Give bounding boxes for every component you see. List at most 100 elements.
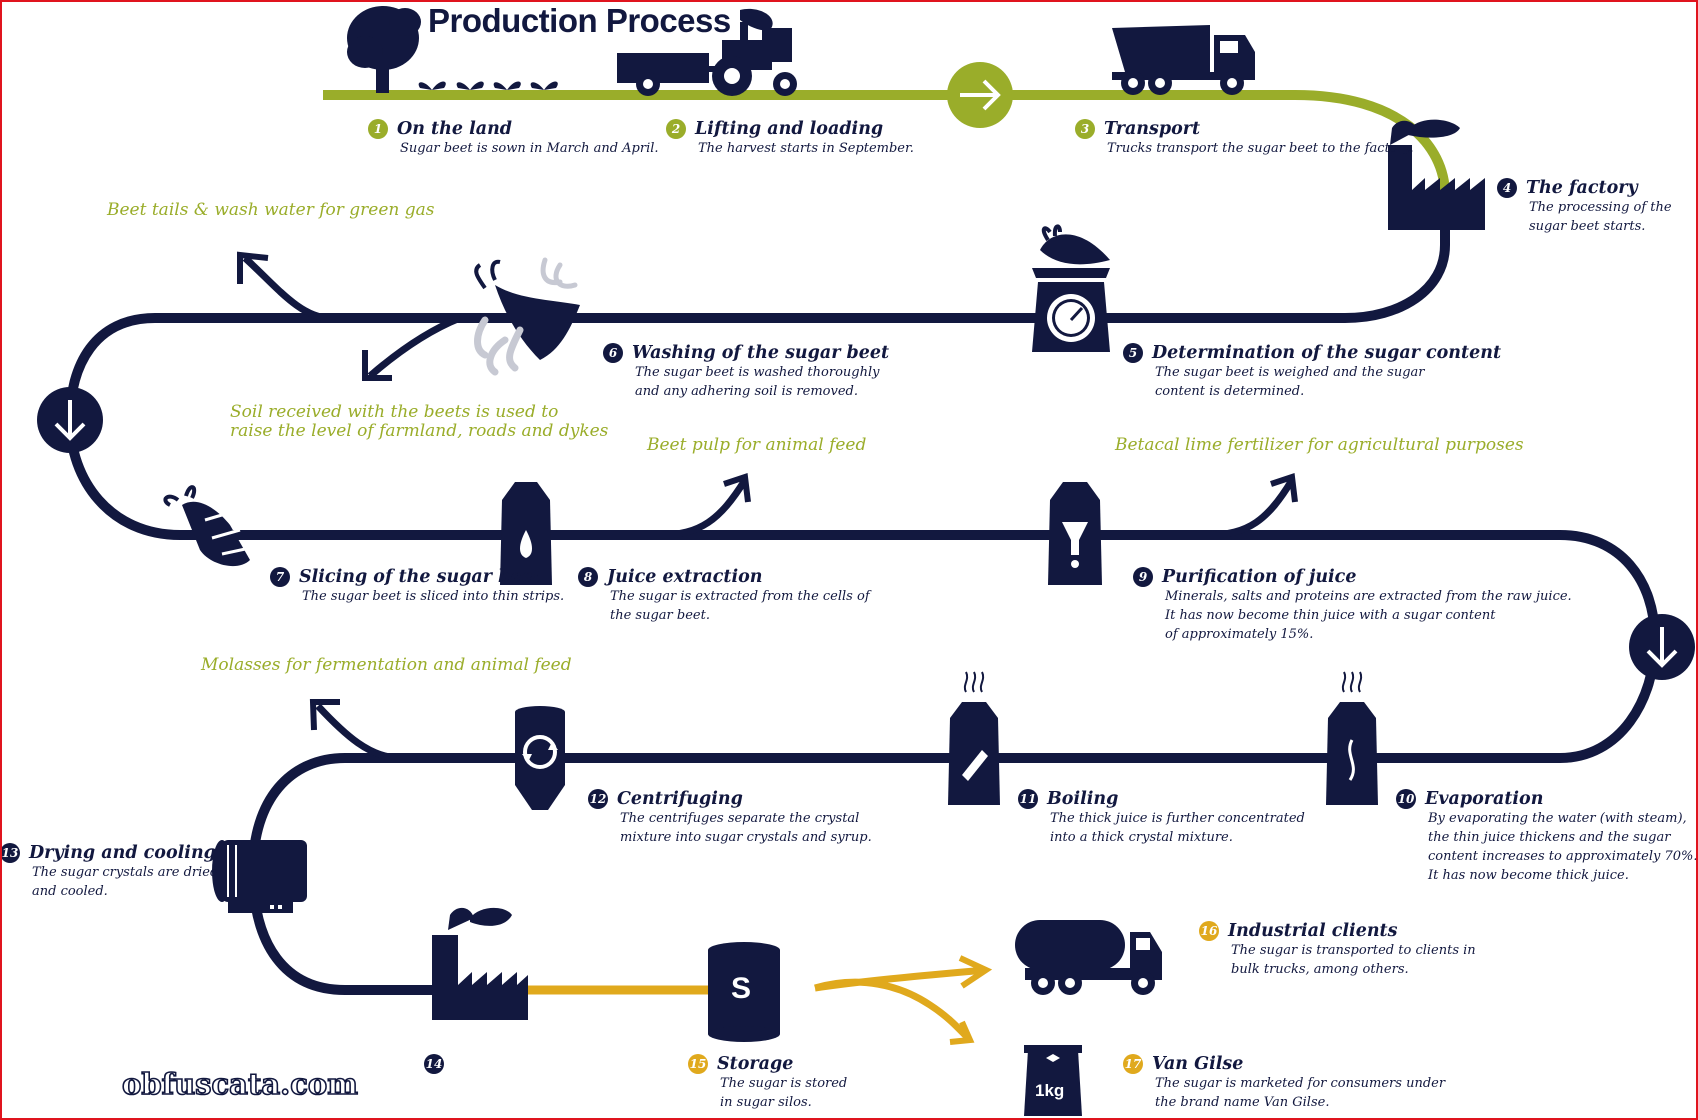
step-13: 13 Drying and cooling The sugar crystals … [0, 843, 218, 901]
byproduct-molasses: Molasses for fermentation and animal fee… [201, 655, 572, 675]
sprout-icon [418, 81, 558, 90]
page-title: Production Process [428, 2, 731, 39]
factory-icon [1388, 119, 1485, 230]
step-number: 9 [1133, 567, 1153, 587]
package-weight-label: 1kg [1035, 1081, 1065, 1100]
step-number: 5 [1123, 343, 1143, 363]
branch-arrow-soil [367, 314, 462, 379]
step-15: 15 Storage The sugar is stored in sugar s… [688, 1054, 847, 1112]
step-number: 13 [0, 843, 20, 863]
step-description: The sugar crystals are dried and cooled. [32, 865, 219, 899]
step-description: The sugar beet is sliced into thin strip… [302, 589, 565, 604]
step-heading: Juice extraction [607, 567, 763, 587]
step-description: The centrifuges separate the crystal mix… [620, 811, 872, 845]
step-description: The harvest starts in September. [698, 141, 914, 156]
washing-beet-icon [474, 257, 580, 376]
step-description: The sugar beet is weighed and the sugar … [1155, 365, 1425, 399]
step-heading: Storage [717, 1054, 794, 1074]
step-heading: Slicing of the sugar beet [299, 567, 541, 587]
step-number: 4 [1497, 178, 1517, 198]
step-heading: On the land [397, 119, 513, 139]
step-number: 11 [1018, 789, 1038, 809]
centrifuge-icon [515, 706, 565, 810]
arrowhead-icon [1270, 472, 1298, 503]
step-heading: Transport [1104, 119, 1201, 139]
drying-drum-icon [212, 840, 307, 913]
step-heading: Industrial clients [1228, 921, 1398, 941]
arrowhead-icon [237, 251, 269, 284]
step-heading: Evaporation [1425, 789, 1544, 809]
arrowhead-icon [362, 350, 392, 381]
step-description: Sugar beet is sown in March and April. [400, 141, 659, 156]
step-17: 17 Van Gilse The sugar is marketed for co… [1123, 1054, 1445, 1112]
step-description: By evaporating the water (with steam), t… [1428, 811, 1698, 883]
gold-arrowhead-upper [958, 955, 993, 989]
branch-arrow-betacal [1207, 478, 1296, 539]
silo-letter: S [731, 972, 752, 1005]
step-number: 2 [666, 119, 686, 139]
tree-icon [347, 6, 421, 93]
byproduct-green-gas: Beet tails & wash water for green gas [107, 200, 435, 220]
step-12: 12 Centrifuging The centrifuges separate … [588, 789, 872, 847]
sugar-package-icon [1024, 1045, 1082, 1116]
step-heading: Determination of the sugar content [1152, 343, 1502, 363]
juice-tank-icon [500, 482, 552, 585]
step-heading: Van Gilse [1152, 1054, 1244, 1074]
step-number: 3 [1075, 119, 1095, 139]
step-heading: Boiling [1047, 789, 1119, 809]
step-number: 12 [588, 789, 608, 809]
factory-icon [432, 907, 528, 1020]
step-heading: Purification of juice [1162, 567, 1357, 587]
step-heading: Washing of the sugar beet [632, 343, 890, 363]
step-4: 4 The factory The processing of the sugar… [1497, 178, 1672, 236]
step-8: 8 Juice extraction The sugar is extracted… [578, 567, 870, 625]
step-number: 10 [1396, 789, 1416, 809]
purification-tank-icon [1048, 482, 1102, 585]
step-heading: Lifting and loading [695, 119, 884, 139]
step-14: 14 [424, 1054, 453, 1074]
step-3: 3 Transport Trucks transport the sugar be… [1075, 119, 1414, 158]
sliced-beet-icon [163, 485, 251, 567]
step-number: 16 [1199, 921, 1219, 941]
arrowhead-icon [723, 472, 751, 503]
byproduct-betacal: Betacal lime fertilizer for agricultural… [1115, 435, 1524, 455]
boiling-tank-icon [948, 671, 1000, 805]
step-9: 9 Purification of juice Minerals, salts a… [1133, 567, 1572, 644]
step-heading: Centrifuging [617, 789, 743, 809]
dump-truck-icon [1112, 25, 1255, 95]
arrowhead-icon [309, 699, 340, 731]
arrow-right-circle-icon [947, 62, 1013, 128]
step-number: 7 [270, 567, 290, 587]
step-description: Minerals, salts and proteins are extract… [1165, 589, 1572, 642]
arrow-down-circle-icon [37, 387, 103, 453]
step-number: 8 [578, 567, 598, 587]
step-10: 10 Evaporation By evaporating the water (… [1396, 789, 1698, 885]
tractor-icon [617, 8, 797, 96]
step-number: 15 [688, 1054, 708, 1074]
step-5: 5 Determination of the sugar content The … [1123, 343, 1501, 401]
step-heading: The factory [1526, 178, 1638, 198]
branch-arrow-molasses [315, 703, 401, 762]
step-number: 6 [603, 343, 623, 363]
step-description: The sugar is stored in sugar silos. [720, 1076, 848, 1110]
watermark: obfuscata.com [121, 1066, 359, 1102]
step-description: The sugar is extracted from the cells of… [610, 589, 870, 623]
step-number: 17 [1123, 1054, 1143, 1074]
silo-icon [708, 942, 780, 1042]
step-heading: Drying and cooling [29, 843, 216, 863]
step-2: 2 Lifting and loading The harvest starts … [666, 119, 914, 158]
byproduct-beet-pulp: Beet pulp for animal feed [647, 435, 867, 455]
weighing-scale-icon [1032, 224, 1110, 352]
step-6: 6 Washing of the sugar beet The sugar bee… [603, 343, 889, 401]
step-description: The sugar is marketed for consumers unde… [1155, 1076, 1446, 1110]
gold-fork [814, 966, 986, 1041]
step-description: Trucks transport the sugar beet to the f… [1107, 141, 1414, 156]
step-description: The sugar beet is washed thoroughly and … [635, 365, 880, 399]
arrow-down-circle-icon [1629, 614, 1695, 680]
step-number: 14 [424, 1054, 444, 1074]
step-description: The processing of the sugar beet starts. [1529, 200, 1672, 234]
